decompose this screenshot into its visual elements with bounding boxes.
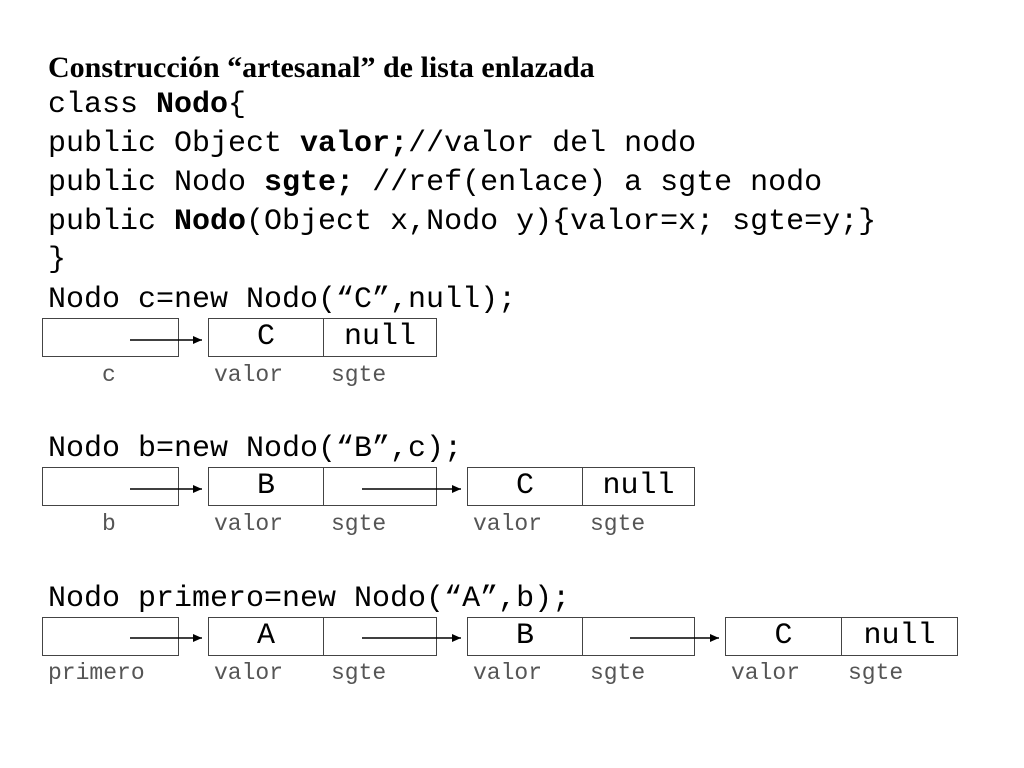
statement-b: Nodo b=new Nodo(“B”,c); <box>48 432 463 466</box>
label-valor: valor <box>731 660 801 686</box>
node-c-value: C <box>774 619 793 653</box>
label-sgte: sgte <box>590 660 646 686</box>
label-valor: valor <box>214 660 284 686</box>
node-b-value: B <box>256 469 275 503</box>
label-valor: valor <box>214 362 284 388</box>
node-c-next: null <box>343 320 416 354</box>
code-line-close: } <box>48 243 67 277</box>
node-c-next: null <box>863 619 936 653</box>
node-b-valor-cell <box>467 617 583 656</box>
label-b: b <box>102 511 116 537</box>
node-a-value: A <box>256 619 275 653</box>
label-valor: valor <box>473 660 543 686</box>
variable-primero-box <box>42 617 179 656</box>
variable-b-box <box>42 467 179 506</box>
code-line-sgte: public Nodo sgte; //ref(enlace) a sgte n… <box>48 166 823 200</box>
label-sgte: sgte <box>590 511 646 537</box>
node-c-valor-cell <box>725 617 842 656</box>
node-b-value: B <box>515 619 534 653</box>
label-sgte: sgte <box>331 660 387 686</box>
label-sgte: sgte <box>331 362 387 388</box>
label-primero: primero <box>48 660 145 686</box>
node-c-sgte-cell <box>582 467 695 506</box>
label-sgte: sgte <box>848 660 904 686</box>
code-line-constructor: public Nodo(Object x,Nodo y){valor=x; sg… <box>48 205 877 239</box>
node-c-value: C <box>256 320 275 354</box>
node-c-value: C <box>515 469 534 503</box>
node-c-sgte-cell <box>323 318 437 357</box>
node-c-sgte-cell <box>841 617 958 656</box>
slide-title: Construcción “artesanal” de lista enlaza… <box>48 51 595 84</box>
code-line-class: class Nodo{ <box>48 88 247 122</box>
node-c-next: null <box>602 469 675 503</box>
node-b-sgte-cell <box>582 617 695 656</box>
label-c: c <box>102 362 116 388</box>
node-c-valor-cell <box>208 318 324 357</box>
variable-c-box <box>42 318 179 357</box>
label-sgte: sgte <box>331 511 387 537</box>
statement-primero: Nodo primero=new Nodo(“A”,b); <box>48 582 571 616</box>
node-b-sgte-cell <box>323 467 437 506</box>
node-a-valor-cell <box>208 617 324 656</box>
node-c-valor-cell <box>467 467 583 506</box>
label-valor: valor <box>214 511 284 537</box>
statement-c: Nodo c=new Nodo(“C”,null); <box>48 283 517 317</box>
code-line-valor: public Object valor;//valor del nodo <box>48 127 697 161</box>
label-valor: valor <box>473 511 543 537</box>
node-a-sgte-cell <box>323 617 437 656</box>
